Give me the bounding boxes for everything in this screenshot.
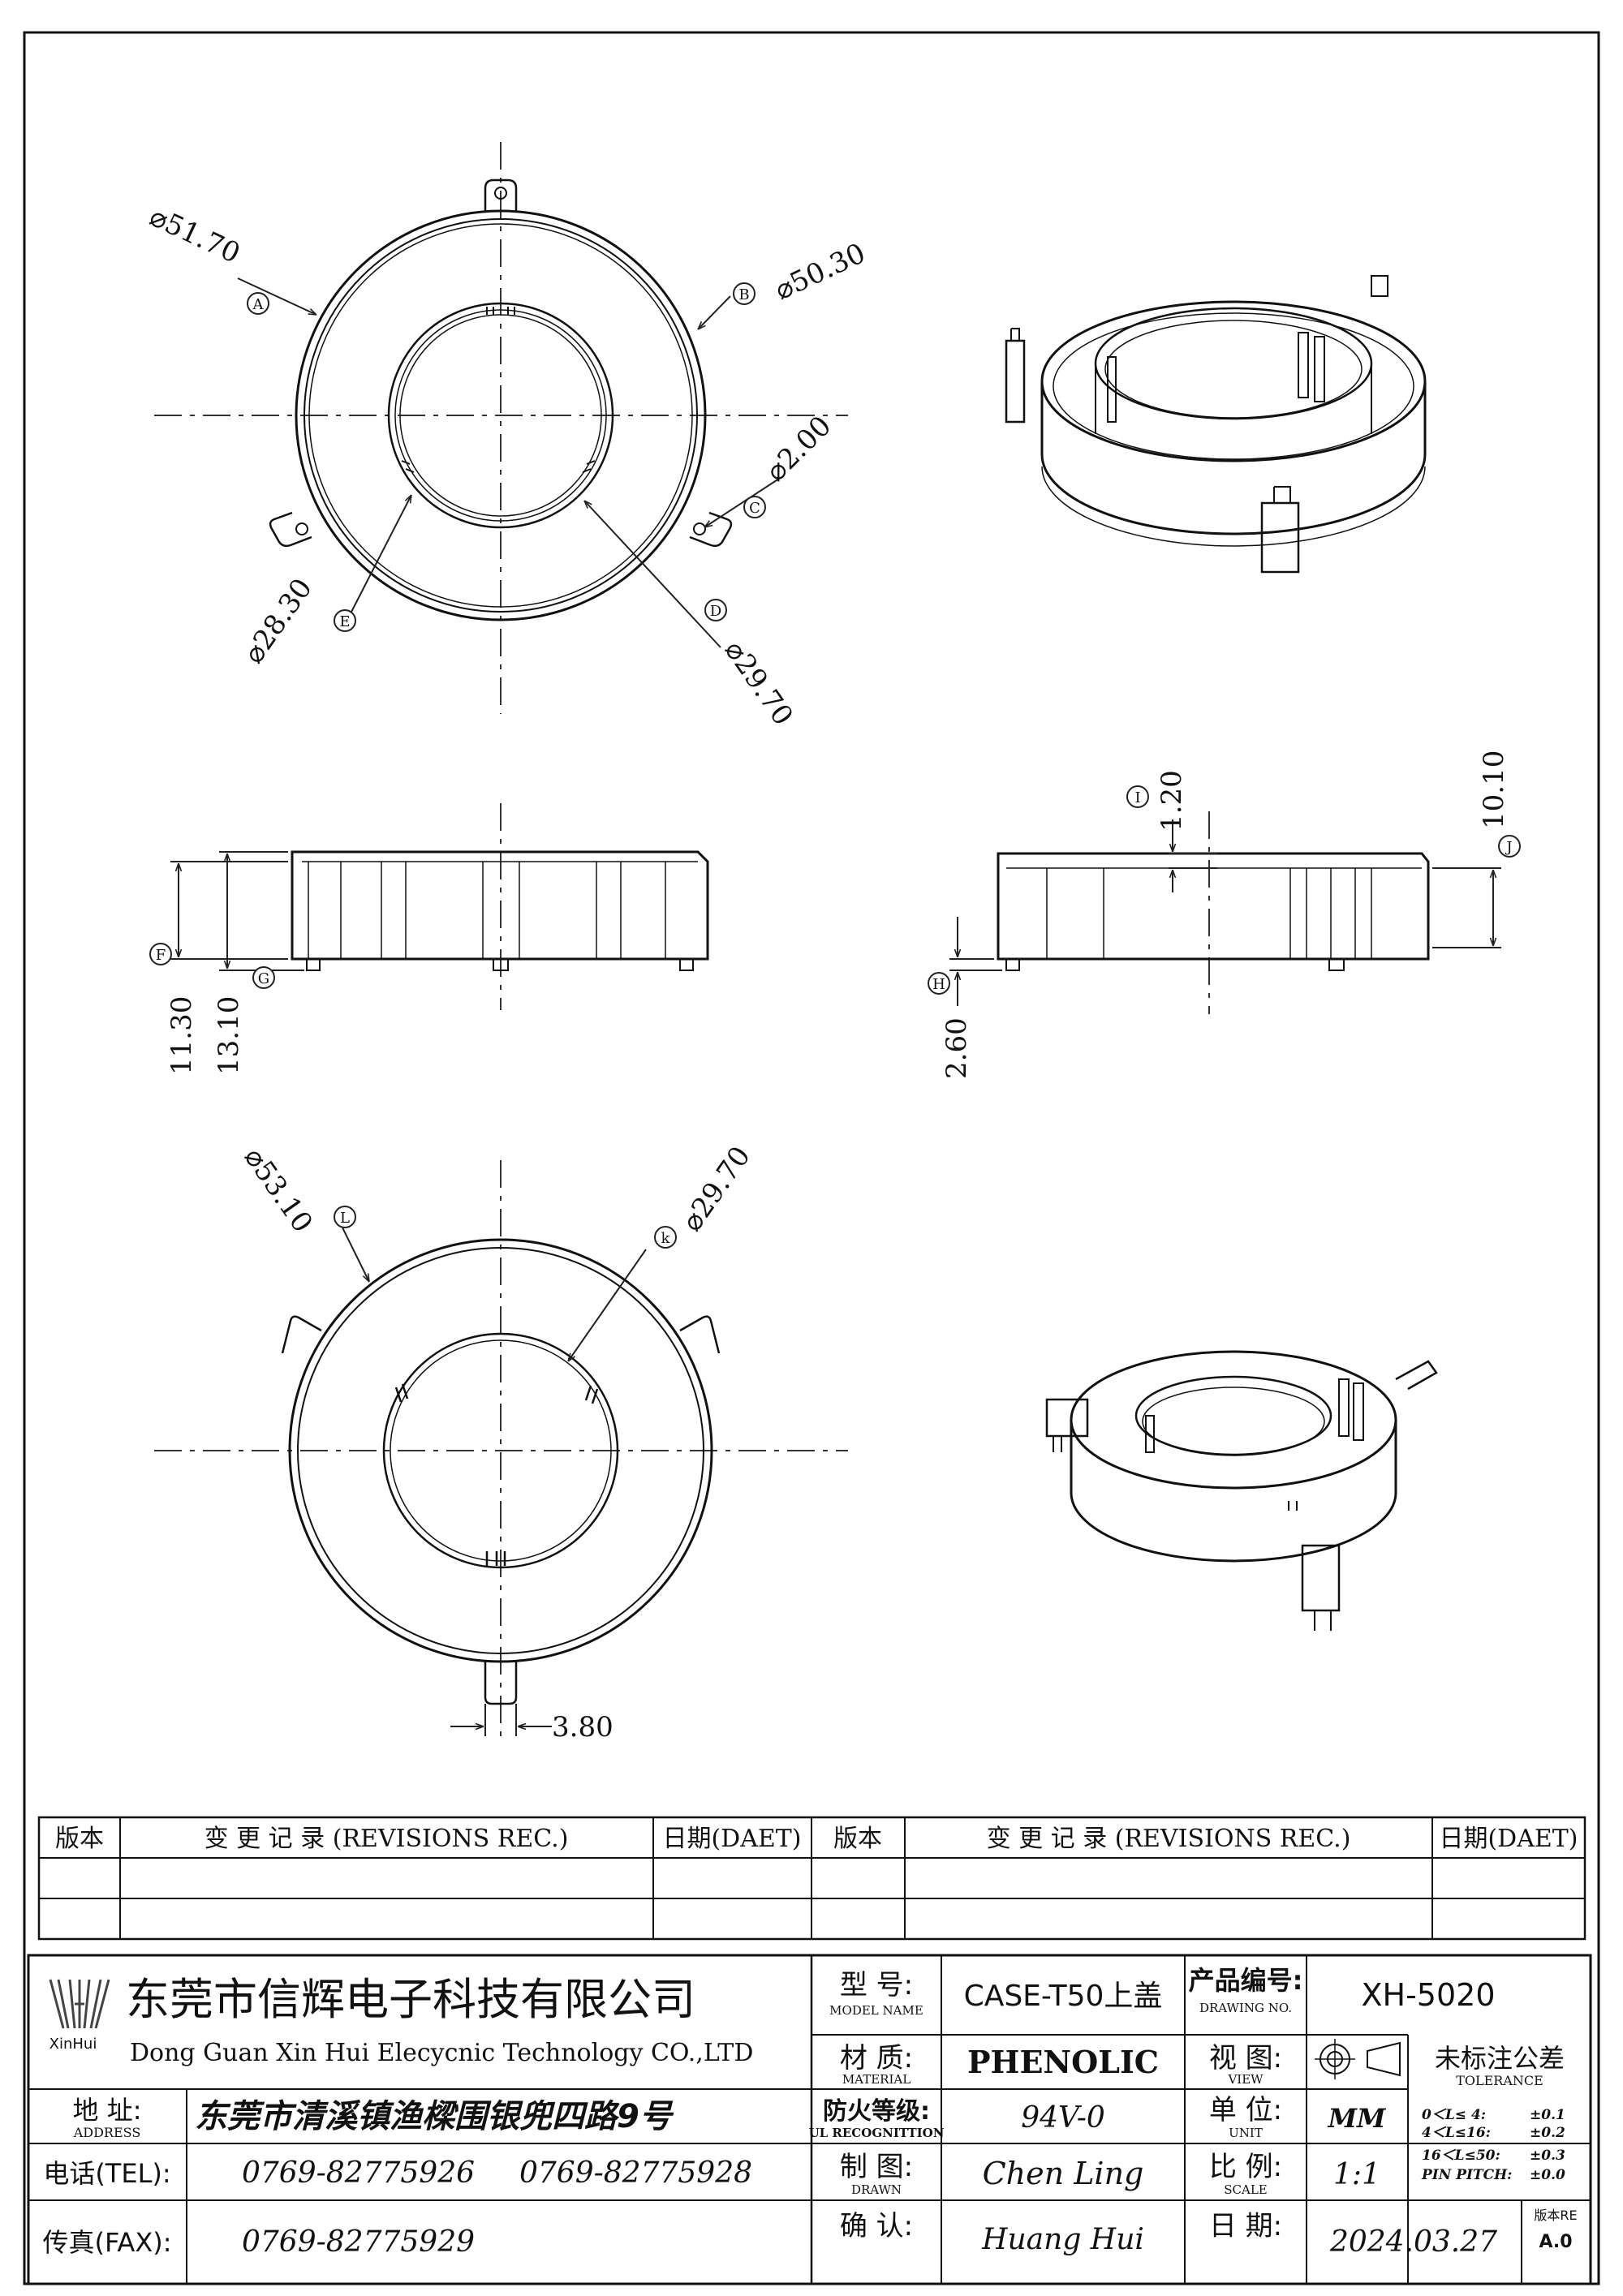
dim-side-j: 10.10 [1478,750,1510,829]
company-logo: XinHui [49,1979,110,2053]
label-a: A [252,296,265,313]
projection-symbol-icon [1315,2039,1401,2079]
tol-value-2: ±0.2 [1530,2125,1565,2141]
title-block: XinHui 东莞市信辉电子科技有限公司 Dong Guan Xin Hui E… [27,1954,1592,2285]
label-h: H [932,976,945,993]
label-i: I [1134,789,1140,806]
scale-label: 比 例: [1209,2151,1282,2183]
rev-col-date-2: 日期(DAET) [1439,1825,1578,1853]
rev-value: A.0 [1539,2232,1572,2252]
model-label: 型 号: [840,1969,913,2001]
rev-col-ver-1: 版本 [55,1825,104,1853]
tol-range-4: PIN PITCH: [1421,2167,1512,2183]
fire-value: 94V-0 [1021,2101,1105,2135]
view-label-en: VIEW [1227,2072,1264,2087]
dim-side-i: 1.20 [1156,770,1188,832]
fax-label: 传真(FAX): [42,2227,171,2258]
rev-col-ver-2: 版本 [833,1825,882,1853]
check-label: 确 认: [840,2210,913,2242]
address-label-en: ADDRESS [73,2125,141,2140]
bottom-view: L k ⌀53.10 ⌀29.70 3.80 [154,1141,848,1743]
side-view: I J H 1.20 10.10 2.60 [928,750,1521,1079]
label-b: B [738,286,749,303]
tol-value-4: ±0.0 [1530,2167,1565,2183]
rev-label: 版本RE [1534,2208,1577,2223]
view-label: 视 图: [1209,2042,1282,2075]
tol-value-3: ±0.3 [1530,2148,1565,2164]
dim-top-d: ⌀29.70 [718,634,799,731]
material-label-en: MATERIAL [842,2072,911,2087]
drawn-label: 制 图: [840,2151,913,2183]
tol-range-2: 4＜L≤16: [1422,2125,1491,2141]
dim-top-outer: ⌀51.70 [144,200,245,270]
tolerance-label: 未标注公差 [1435,2043,1565,2074]
top-view: A B C E D ⌀51.70 ⌀50.30 ⌀2.00 ⌀28.30 ⌀29… [144,142,871,732]
outer-ring [295,209,707,621]
dim-top-e: ⌀28.30 [238,573,319,669]
drawing-no-value: XH-5020 [1361,1977,1495,2013]
rev-col-rec-2: 变 更 记 录 (REVISIONS REC.) [987,1825,1351,1853]
date-value: 2024.03.27 [1329,2225,1497,2259]
iso-view-top [1005,275,1427,574]
front-view: F G 11.30 13.10 [149,803,709,1075]
tel-2: 0769-82775928 [519,2156,752,2190]
dim-top-b: ⌀50.30 [770,237,871,307]
dim-bottom-l: ⌀53.10 [238,1142,319,1238]
iso-view-bottom [1045,1350,1438,1631]
label-d: D [710,603,721,620]
rev-col-rec-1: 变 更 记 录 (REVISIONS REC.) [204,1825,569,1853]
fax: 0769-82775929 [242,2225,475,2259]
label-f: F [156,947,166,964]
material-value: PHENOLIC [967,2044,1159,2080]
company-name-cn: 东莞市信辉电子科技有限公司 [126,1974,695,2025]
model-label-en: MODEL NAME [829,2003,923,2018]
fire-label-en: UL RECOGNITTION [809,2126,945,2140]
unit-label-en: UNIT [1229,2126,1263,2140]
label-c: C [749,500,760,517]
drawing-no-label-en: DRAWING NO. [1199,2001,1292,2015]
label-k: k [661,1230,671,1247]
drawn-value: Chen Ling [983,2156,1144,2191]
revisions-table: 版本 变 更 记 录 (REVISIONS REC.) 日期(DAET) 版本 … [37,1816,1586,1941]
unit-label: 单 位: [1209,2094,1282,2126]
label-e: E [339,613,350,630]
unit-value: MM [1328,2103,1387,2134]
material-label: 材 质: [840,2042,913,2075]
scale-value: 1:1 [1333,2158,1380,2191]
dim-side-h: 2.60 [941,1017,973,1079]
tol-range-1: 0＜L≤ 4: [1422,2107,1486,2123]
drawn-label-en: DRAWN [851,2182,902,2197]
address-label: 地 址: [73,2095,142,2126]
tel-1: 0769-82775926 [242,2156,475,2190]
tolerance-label-en: TOLERANCE [1456,2073,1543,2088]
tel-label: 电话(TEL): [43,2158,170,2189]
address: 东莞市清溪镇渔樑围银兜四路9号 [195,2098,674,2135]
dim-bottom-w: 3.80 [552,1711,613,1743]
tol-value-1: ±0.1 [1530,2107,1565,2123]
inner-ring [387,302,614,529]
company-name-en: Dong Guan Xin Hui Elecycnic Technology C… [130,2039,753,2067]
label-g: G [258,970,269,987]
dim-front-f: 11.30 [166,996,198,1075]
scale-label-en: SCALE [1224,2182,1268,2197]
date-label: 日 期: [1209,2210,1282,2242]
model-value: CASE-T50上盖 [964,1980,1163,2013]
label-j: J [1505,839,1512,856]
rev-col-date-1: 日期(DAET) [662,1825,801,1853]
dim-top-c: ⌀2.00 [760,410,837,488]
drawing-no-label: 产品编号: [1189,1965,1303,1996]
fire-label: 防火等级: [823,2097,930,2126]
label-l: L [340,1210,350,1227]
dim-bottom-k: ⌀29.70 [676,1141,757,1237]
logo-text: XinHui [50,2036,97,2053]
tol-range-3: 16＜L≤50: [1422,2148,1500,2164]
checked-value: Huang Hui [981,2223,1144,2256]
dim-front-g: 13.10 [213,996,245,1075]
